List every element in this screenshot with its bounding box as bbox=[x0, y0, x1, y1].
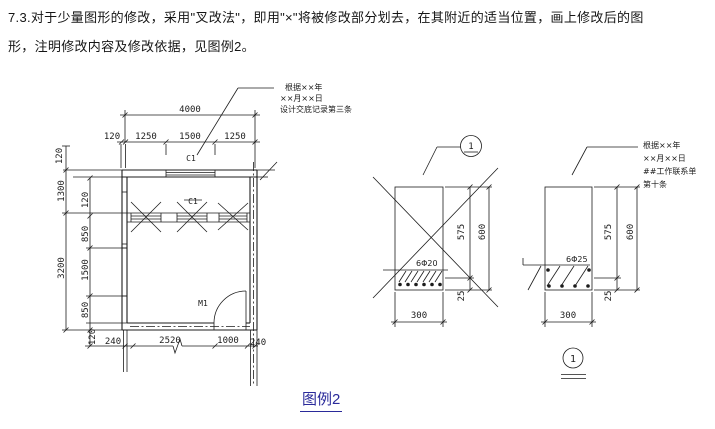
door-label: M1 bbox=[198, 299, 208, 308]
section-number: 1 bbox=[570, 354, 576, 365]
dim-top: 1250 bbox=[135, 132, 157, 142]
dim-575: 575 bbox=[604, 224, 614, 240]
hatch-lines bbox=[398, 270, 443, 283]
dim-top: 120 bbox=[104, 132, 120, 142]
dim-left-outer: 1300 bbox=[57, 180, 67, 202]
dim-total-width: 4000 bbox=[179, 105, 201, 115]
dim-left-inner: 850 bbox=[81, 302, 91, 318]
plan-annotation: 根据××年 ××月××日 设计交底记录第三条 bbox=[280, 82, 352, 114]
door-m1: M1 bbox=[198, 290, 247, 324]
annotation-line: 根据××年 bbox=[643, 140, 680, 150]
left-inner-dims: 120 850 1500 850 120 bbox=[81, 175, 127, 349]
dim-300: 300 bbox=[560, 311, 576, 321]
bottom-dims: 240 2520 1000 240 bbox=[105, 336, 266, 355]
annotation-line: ××月××日 bbox=[643, 154, 686, 163]
dim-600: 600 bbox=[478, 224, 488, 240]
plan-annotation-leader bbox=[196, 87, 274, 156]
dim-bottom: 240 bbox=[105, 337, 121, 347]
rebar-dots bbox=[398, 282, 442, 287]
dim-bottom: 1000 bbox=[217, 336, 239, 346]
section-number: 1 bbox=[468, 142, 473, 152]
dim-left-outer: 120 bbox=[55, 148, 65, 164]
dim-25: 25 bbox=[604, 291, 614, 302]
dim-300: 300 bbox=[411, 311, 427, 321]
dim-left-inner: 1500 bbox=[81, 259, 91, 281]
rebar-label: 6Φ25 bbox=[566, 255, 588, 264]
dim-575: 575 bbox=[457, 224, 467, 240]
annotation-line: 设计交底记录第三条 bbox=[280, 104, 352, 114]
hatch-lines bbox=[527, 265, 589, 291]
dim-left-inner: 850 bbox=[81, 226, 91, 242]
annotation-line: 第十条 bbox=[643, 179, 667, 189]
dim-bottom: 240 bbox=[250, 338, 266, 348]
figure-caption-link[interactable]: 图例2 bbox=[300, 388, 343, 412]
paragraph-line-2: 形，注明修改内容及修改依据，见图例2。 bbox=[8, 39, 255, 54]
dim-break-mark bbox=[172, 337, 183, 355]
dim-25: 25 bbox=[457, 291, 467, 302]
dim-left-inner: 120 bbox=[81, 192, 91, 208]
left-outer-dims: 120 1300 3200 bbox=[55, 145, 127, 333]
beam-annotation: 根据××年 ××月××日 ##工作联系单 第十条 bbox=[643, 140, 696, 189]
dim-top: 1500 bbox=[179, 132, 201, 142]
annotation-line: 根据××年 bbox=[285, 82, 322, 92]
dim-left-outer: 3200 bbox=[57, 257, 67, 279]
section-marker-top: 1 bbox=[422, 135, 482, 176]
dim-top: 1250 bbox=[224, 132, 246, 142]
floor-plan: 4000 120 1250 1500 1250 bbox=[55, 82, 352, 386]
dim-left-inner: 120 bbox=[88, 329, 98, 345]
beam-section-old: 6Φ20 575 25 600 300 bbox=[372, 135, 499, 327]
plan-walls bbox=[121, 161, 278, 386]
cross-out-x bbox=[372, 167, 499, 308]
section-mark-bottom: 1 bbox=[561, 347, 586, 379]
old-window-label: C1 bbox=[188, 197, 198, 206]
dim-bottom: 2520 bbox=[159, 336, 181, 346]
rebar-dots bbox=[546, 268, 591, 288]
rebar-label: 6Φ20 bbox=[416, 259, 438, 268]
dim-600: 600 bbox=[626, 224, 636, 240]
annotation-line: ##工作联系单 bbox=[643, 166, 696, 176]
annotation-line: ××月××日 bbox=[280, 94, 323, 103]
crossed-out-window-band: C1 bbox=[127, 197, 250, 233]
beam-section-new: 6Φ25 575 25 600 300 bbox=[522, 140, 696, 327]
beam-annotation-leader bbox=[571, 146, 638, 176]
body-paragraph: 7.3.对于少量图形的修改，采用"叉改法"，即用"×"将被修改部分划去，在其附近… bbox=[8, 3, 712, 61]
paragraph-line-1: 7.3.对于少量图形的修改，采用"叉改法"，即用"×"将被修改部分划去，在其附近… bbox=[8, 10, 644, 25]
cross-out-x-marks bbox=[130, 201, 249, 233]
new-window-label: C1 bbox=[186, 154, 196, 163]
